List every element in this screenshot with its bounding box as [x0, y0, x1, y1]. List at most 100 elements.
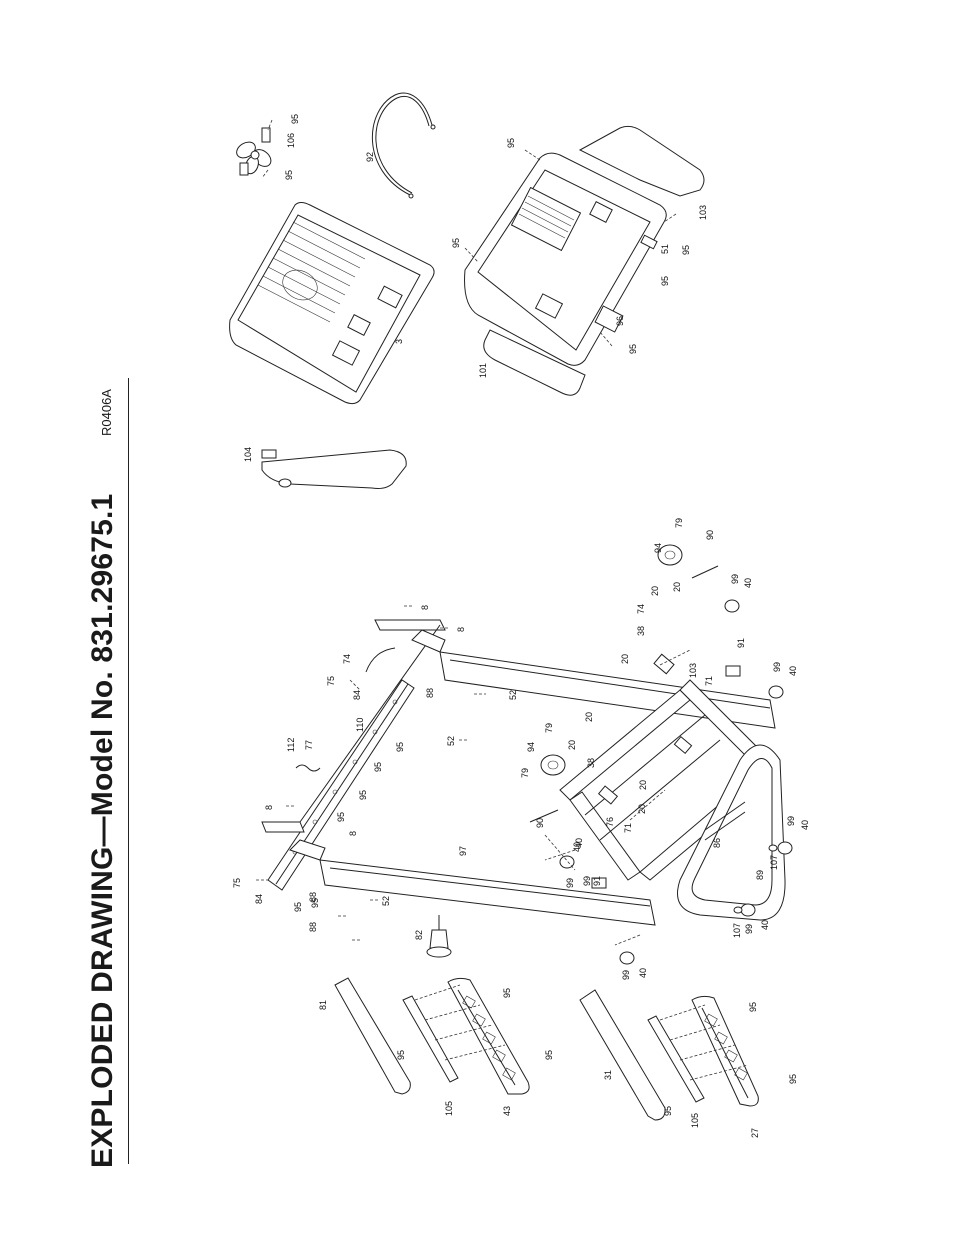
callout-number: 91: [592, 876, 602, 886]
callouts-base: 79 94 79 20 38 20 90 76 71 20 79 94 90 2…: [520, 518, 810, 980]
callout-number: 76: [605, 817, 615, 827]
callout-number: 71: [623, 823, 633, 833]
callout-number: 8: [264, 805, 274, 810]
callout-number: 8: [348, 831, 358, 836]
callouts-handrails: 81 95 95 105 43 95 31 95 105 27 95 95: [318, 988, 798, 1138]
callout-number: 95: [681, 245, 691, 255]
front-trim-piece: [261, 449, 407, 489]
callout-number: 40: [743, 578, 753, 588]
callout-number: 90: [705, 530, 715, 540]
callout-number: 99: [786, 816, 796, 826]
callout-number: 97: [458, 846, 468, 856]
callout-number: 95: [284, 170, 294, 180]
crossbar: [261, 619, 446, 833]
callout-number: 88: [425, 688, 435, 698]
callout-number: 84: [352, 690, 362, 700]
callout-number: 95: [506, 138, 516, 148]
callout-number: 103: [688, 663, 698, 678]
callout-number: 95: [358, 790, 368, 800]
callout-number: 86: [712, 838, 722, 848]
callout-number: 52: [381, 896, 391, 906]
callouts-top: 95 106 95 92 3 104 95 101 95 96 95 95 51…: [243, 114, 708, 462]
callout-number: 20: [637, 804, 647, 814]
callout-number: 20: [584, 712, 594, 722]
callout-number: 101: [478, 363, 488, 378]
callout-number: 40: [572, 842, 582, 852]
stabilizer-base: [677, 744, 786, 921]
callout-number: 52: [508, 690, 518, 700]
callout-number: 96: [615, 316, 625, 326]
callout-number: 105: [690, 1113, 700, 1128]
handrail-right-set: [579, 989, 759, 1121]
callout-number: 95: [336, 812, 346, 822]
callout-number: 95: [451, 238, 461, 248]
callout-number: 91: [736, 638, 746, 648]
feet: [559, 599, 793, 965]
callout-number: 99: [582, 876, 592, 886]
callout-number: 81: [318, 1000, 328, 1010]
console-bracket: [256, 679, 415, 891]
roller-right: [657, 544, 719, 579]
callout-number: 88: [308, 892, 318, 902]
callout-number: 79: [544, 723, 554, 733]
handrail-left-set: [334, 977, 530, 1095]
callout-number: 20: [567, 740, 577, 750]
callout-number: 94: [526, 742, 536, 752]
callout-number: 95: [293, 902, 303, 912]
callout-number: 79: [520, 768, 530, 778]
callout-number: 95: [544, 1050, 554, 1060]
callout-number: 95: [395, 742, 405, 752]
callout-number: 90: [535, 818, 545, 828]
callout-number: 106: [286, 133, 296, 148]
callout-number: 95: [396, 1050, 406, 1060]
callout-number: 38: [586, 758, 596, 768]
callout-number: 20: [672, 582, 682, 592]
roller-left: [529, 754, 566, 823]
callout-number: 95: [310, 898, 320, 908]
callout-number: 92: [365, 152, 375, 162]
console-screws: [286, 605, 486, 941]
callout-number: 82: [414, 930, 424, 940]
callout-number: 99: [772, 662, 782, 672]
callout-number: 77: [304, 740, 314, 750]
callout-number: 99: [621, 970, 631, 980]
callout-number: 27: [750, 1128, 760, 1138]
callout-number: 107: [732, 923, 742, 938]
callout-number: 40: [574, 838, 584, 848]
motor-hood: [229, 202, 435, 405]
callout-number: 40: [638, 968, 648, 978]
callout-number: 31: [603, 1070, 613, 1080]
callout-number: 40: [788, 666, 798, 676]
callout-number: 8: [420, 605, 430, 610]
callout-number: 99: [730, 574, 740, 584]
upright-left: [289, 839, 656, 926]
callout-number: 40: [800, 820, 810, 830]
motor-hood-base: [464, 125, 705, 396]
base-frame: [559, 653, 771, 889]
callout-number: 95: [663, 1106, 673, 1116]
callout-number: 95: [788, 1074, 798, 1084]
callouts-console: 75 84 95 88 8 112 77 8 95 95 95 95 84 75…: [232, 605, 518, 940]
callout-number: 79: [674, 518, 684, 528]
callout-number: 20: [638, 780, 648, 790]
fan-assembly: [236, 119, 273, 179]
console-cable: [295, 647, 396, 772]
upright-right: [411, 629, 776, 729]
callout-number: 99: [565, 878, 575, 888]
callout-number: 104: [243, 447, 253, 462]
title-rule: [128, 378, 129, 1164]
callout-number: 88: [308, 922, 318, 932]
callout-number: 20: [650, 586, 660, 596]
callout-number: 38: [636, 626, 646, 636]
callout-number: 94: [653, 543, 663, 553]
callout-number: 110: [355, 718, 365, 732]
callout-number: 3: [394, 339, 404, 344]
callout-number: 95: [290, 114, 300, 124]
callout-number: 105: [444, 1101, 454, 1116]
callout-number: 95: [373, 762, 383, 772]
callout-number: 71: [704, 676, 714, 686]
callout-number: 52: [446, 736, 456, 746]
callout-number: 95: [748, 1002, 758, 1012]
callout-number: 89: [755, 870, 765, 880]
callout-number: 75: [326, 676, 336, 686]
